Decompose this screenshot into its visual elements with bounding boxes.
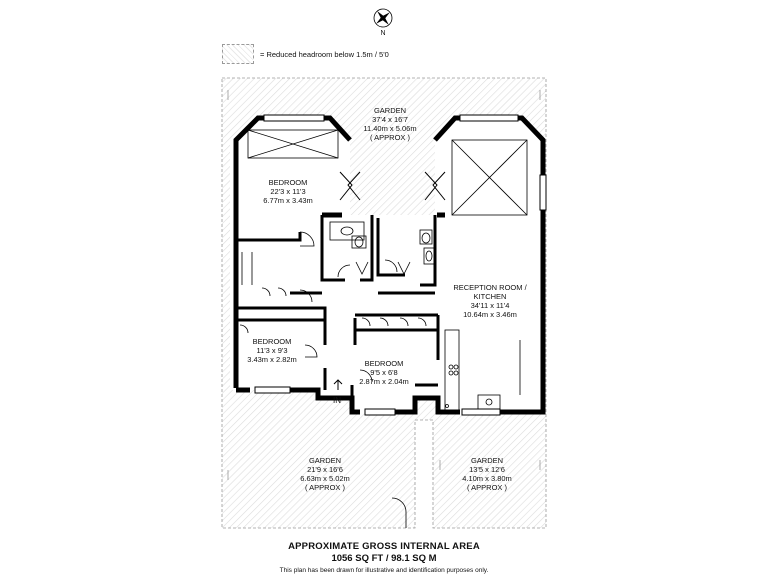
legend: = Reduced headroom below 1.5m / 5'0 bbox=[222, 44, 389, 64]
external-walls bbox=[233, 115, 546, 415]
entrance-label: IN bbox=[333, 396, 341, 405]
label-reception-kitchen: RECEPTION ROOM / KITCHEN 34'11 x 11'4 10… bbox=[453, 283, 527, 319]
label-bedroom-2: BEDROOM 11'3 x 9'3 3.43m x 2.82m bbox=[247, 337, 297, 364]
french-doors bbox=[339, 171, 446, 201]
label-garden-right: GARDEN 13'5 x 12'6 4.10m x 3.80m ( APPRO… bbox=[462, 456, 512, 492]
internal-walls bbox=[236, 215, 440, 398]
legend-text: = Reduced headroom below 1.5m / 5'0 bbox=[260, 49, 389, 59]
door-swings bbox=[299, 231, 407, 528]
label-bedroom-3: BEDROOM 9'5 x 6'8 2.87m x 2.04m bbox=[359, 359, 409, 386]
wardrobes bbox=[239, 252, 427, 334]
building-interior bbox=[230, 118, 543, 412]
label-garden-top: GARDEN 37'4 x 16'7 11.40m x 5.06m ( APPR… bbox=[363, 106, 417, 142]
reduced-headroom-swatch bbox=[222, 44, 254, 64]
gross-area-value: 1056 SQ FT / 98.1 SQ M bbox=[331, 553, 437, 564]
north-label: N bbox=[380, 30, 386, 37]
north-compass-icon bbox=[373, 8, 393, 28]
windows bbox=[254, 114, 547, 416]
garden-edge-markers bbox=[227, 90, 541, 480]
label-garden-left: GARDEN 21'9 x 16'6 6.63m x 5.02m ( APPRO… bbox=[300, 456, 350, 492]
kitchen-units bbox=[444, 329, 521, 411]
skylights bbox=[247, 129, 528, 216]
label-bedroom-1: BEDROOM 22'3 x 11'3 6.77m x 3.43m bbox=[263, 178, 313, 205]
disclaimer-text: This plan has been drawn for illustrativ… bbox=[279, 567, 489, 574]
entrance-arrow-icon bbox=[333, 379, 343, 390]
bathroom-fittings bbox=[329, 221, 435, 275]
gross-area-title: APPROXIMATE GROSS INTERNAL AREA bbox=[288, 541, 480, 552]
